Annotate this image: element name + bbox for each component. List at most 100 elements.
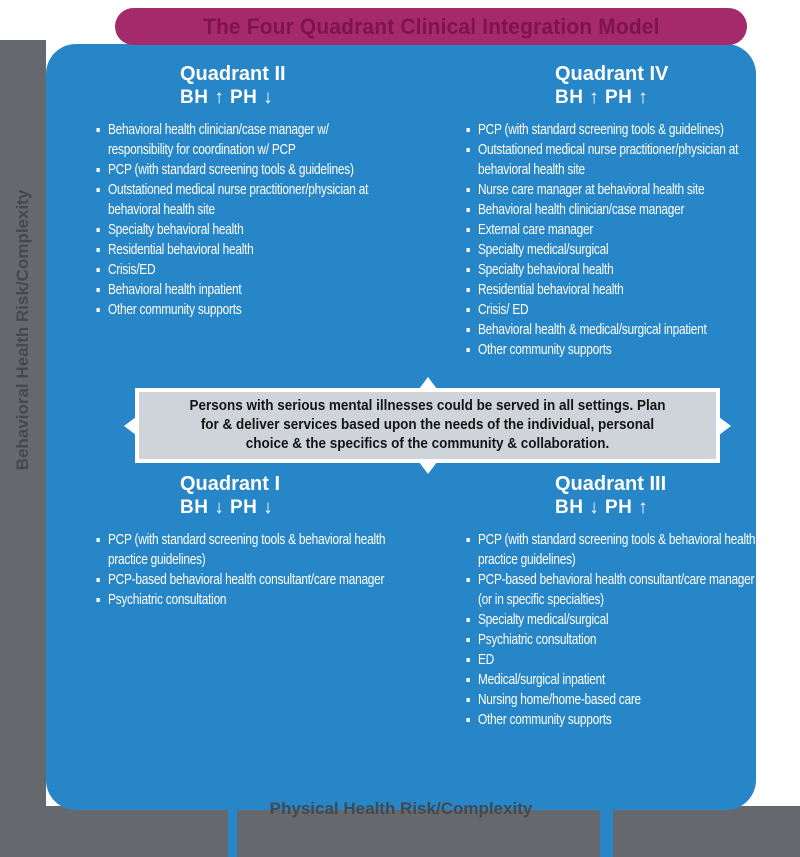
quadrant-iv-service-list: PCP (with standard screening tools & gui… [455, 120, 765, 360]
bullet-icon [466, 228, 470, 232]
list-item-text: Specialty behavioral health [107, 222, 244, 238]
list-item: ED [455, 650, 765, 670]
list-item-text: Outstationed medical nurse practitioner/… [107, 182, 369, 218]
quadrant-i-axis: BH ↓ PH ↓ [180, 497, 274, 518]
list-item-text: Residential behavioral health [477, 282, 624, 298]
quadrant-ii-title: Quadrant II [180, 63, 286, 85]
list-item: Nursing home/​home-based care [455, 690, 765, 710]
list-item: PCP-based behavioral health consultant/​… [85, 570, 395, 590]
bullet-icon [96, 128, 100, 132]
list-item: Crisis/​ ED [455, 300, 765, 320]
list-item-text: PCP-based behavioral health consultant/​… [107, 572, 385, 588]
bottom-tab-right [600, 806, 613, 857]
quadrant-iii-axis: BH ↓ PH ↑ [555, 497, 649, 518]
list-item-text: Specialty behavioral health [477, 262, 614, 278]
list-item-text: Nursing home/​home-based care [477, 692, 641, 708]
list-item-text: Behavioral health & medical/​surgical in… [477, 322, 707, 338]
quadrant-ii-service-list: Behavioral health clinician/​case manage… [85, 120, 395, 320]
list-item-text: External care manager [477, 222, 594, 238]
bullet-icon [96, 578, 100, 582]
list-item: PCP-based behavioral health consultant/​… [455, 570, 765, 610]
list-item-text: Specialty medical/​surgical [477, 242, 609, 258]
bullet-icon [466, 618, 470, 622]
list-item-text: Behavioral health inpatient [107, 282, 242, 298]
list-item-text: Other community supports [107, 302, 242, 318]
list-item: Outstationed medical nurse practitioner/… [455, 140, 765, 180]
list-item: Crisis/​ED [85, 260, 395, 280]
quadrant-i-service-list: PCP (with standard screening tools & beh… [85, 530, 395, 610]
center-note-box: Persons with serious mental illnesses co… [124, 377, 731, 474]
list-item-text: Other community supports [477, 342, 612, 358]
list-item: Psychiatric consultation [455, 630, 765, 650]
list-item-text: Specialty medical/​surgical [477, 612, 609, 628]
quadrant-ii-axis: BH ↑ PH ↓ [180, 87, 274, 108]
center-note-text: Persons with serious mental illnesses co… [189, 398, 666, 452]
bullet-icon [96, 268, 100, 272]
quadrant-i: Quadrant I BH ↓ PH ↓ PCP (with standard … [85, 472, 395, 610]
quadrant-iv-axis: BH ↑ PH ↑ [555, 87, 649, 108]
list-item: Specialty medical/​surgical [455, 240, 765, 260]
bullet-icon [466, 578, 470, 582]
quadrant-i-title: Quadrant I [180, 473, 281, 495]
list-item-text: Other community supports [477, 712, 612, 728]
quadrant-iv: Quadrant IV BH ↑ PH ↑ PCP (with standard… [455, 62, 765, 360]
list-item: Other community supports [455, 340, 765, 360]
bullet-icon [466, 718, 470, 722]
quadrant-ii: Quadrant II BH ↑ PH ↓ Behavioral health … [85, 62, 395, 320]
list-item-text: Outstationed medical nurse practitioner/… [477, 142, 739, 178]
list-item-text: PCP (with standard screening tools & gui… [107, 162, 354, 178]
list-item-text: PCP-based behavioral health consultant/​… [477, 572, 755, 608]
list-item-text: Medical/​surgical inpatient [477, 672, 606, 688]
bullet-icon [466, 328, 470, 332]
list-item-text: Residential behavioral health [107, 242, 254, 258]
bullet-icon [466, 638, 470, 642]
list-item: Medical/​surgical inpatient [455, 670, 765, 690]
title-banner: The Four Quadrant Clinical Integration M… [115, 8, 747, 45]
diagram-title: The Four Quadrant Clinical Integration M… [202, 13, 660, 39]
list-item: External care manager [455, 220, 765, 240]
list-item: PCP (with standard screening tools & beh… [455, 530, 765, 570]
bullet-icon [96, 598, 100, 602]
arrow-down-icon [418, 462, 437, 474]
quadrant-iii-title: Quadrant III [555, 473, 667, 495]
list-item: Outstationed medical nurse practitioner/… [85, 180, 395, 220]
bullet-icon [466, 148, 470, 152]
bullet-icon [96, 228, 100, 232]
bullet-icon [466, 698, 470, 702]
bottom-tab-left [228, 806, 237, 857]
list-item: Behavioral health clinician/​case manage… [455, 200, 765, 220]
list-item-text: Psychiatric consultation [477, 632, 597, 648]
bullet-icon [96, 538, 100, 542]
shadow-left [0, 40, 46, 857]
list-item-text: Psychiatric consultation [107, 592, 227, 608]
bullet-icon [466, 128, 470, 132]
list-item: Residential behavioral health [85, 240, 395, 260]
bullet-icon [466, 308, 470, 312]
list-item: Other community supports [85, 300, 395, 320]
bullet-icon [466, 208, 470, 212]
bullet-icon [466, 538, 470, 542]
list-item: Behavioral health inpatient [85, 280, 395, 300]
quadrant-iv-title: Quadrant IV [555, 63, 669, 85]
list-item: Behavioral health clinician/​case manage… [85, 120, 395, 160]
list-item-text: PCP (with standard screening tools & beh… [107, 532, 386, 568]
bullet-icon [96, 308, 100, 312]
arrow-right-icon [719, 416, 731, 435]
list-item: Nurse care manager at behavioral health … [455, 180, 765, 200]
list-item-text: Crisis/​ED [107, 262, 156, 278]
bullet-icon [466, 348, 470, 352]
list-item-text: PCP (with standard screening tools & beh… [477, 532, 756, 568]
bullet-icon [96, 188, 100, 192]
bullet-icon [466, 288, 470, 292]
bullet-icon [96, 168, 100, 172]
quadrant-iii-service-list: PCP (with standard screening tools & beh… [455, 530, 765, 730]
list-item-text: PCP (with standard screening tools & gui… [477, 122, 724, 138]
horizontal-axis-label: Physical Health Risk/Complexity [269, 799, 533, 818]
arrow-up-icon [418, 377, 437, 389]
list-item: Specialty behavioral health [455, 260, 765, 280]
list-item: Behavioral health & medical/​surgical in… [455, 320, 765, 340]
list-item: Residential behavioral health [455, 280, 765, 300]
arrow-left-icon [124, 416, 136, 435]
bullet-icon [466, 678, 470, 682]
